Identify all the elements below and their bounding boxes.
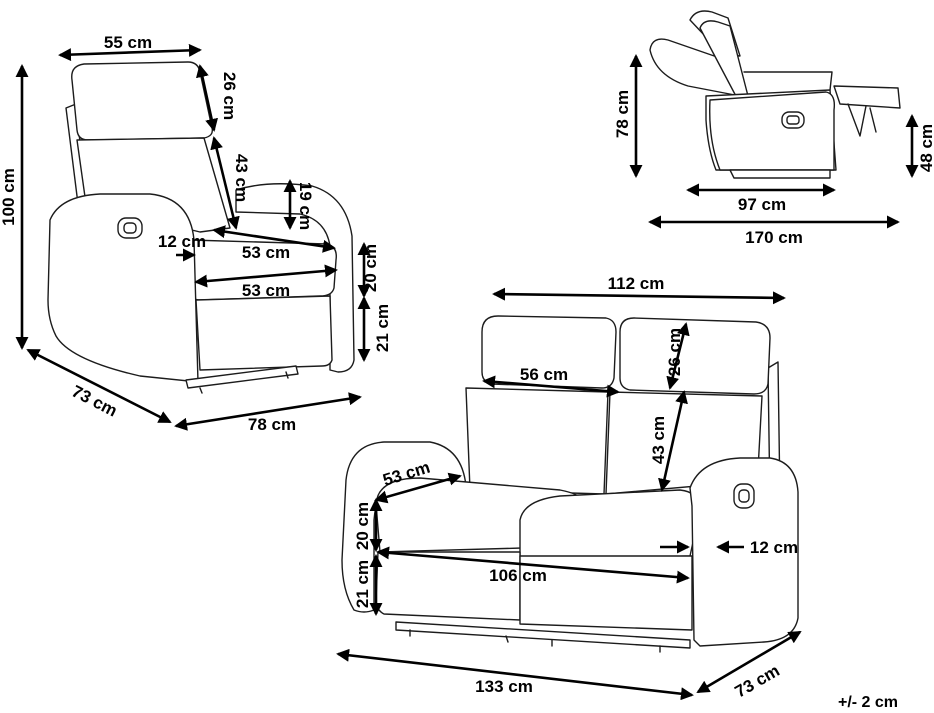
recliner-side-footrest-height-label: 48 cm xyxy=(917,124,934,172)
recliner-front-armrest-height-label: 19 cm xyxy=(296,182,315,230)
loveseat-total-width-label: 133 cm xyxy=(475,677,533,696)
recliner-front-drawing xyxy=(47,61,355,394)
recliner-front-seat-depth-label: 53 cm xyxy=(242,243,290,262)
recliner-front-width-label: 55 cm xyxy=(104,33,152,52)
loveseat-headrest-height-label: 26 cm xyxy=(665,328,684,376)
loveseat-armrest-width-label: 12 cm xyxy=(750,538,798,557)
recliner-side-height-label: 78 cm xyxy=(613,90,632,138)
recliner-front-armrest-width-label: 12 cm xyxy=(158,232,206,251)
recliner-side-reclined-length-label: 170 cm xyxy=(745,228,803,247)
recliner-front-backrest-height-label: 43 cm xyxy=(232,154,251,202)
loveseat-drawing xyxy=(341,315,799,653)
loveseat-seat-back-width-label: 56 cm xyxy=(520,365,568,384)
loveseat-backrest-width-label: 112 cm xyxy=(608,274,665,293)
recliner-front-depth-label: 73 cm xyxy=(69,382,121,421)
recliner-front-headrest-height-label: 26 cm xyxy=(220,72,239,120)
recliner-front-seat-height-label: 21 cm xyxy=(373,304,392,352)
loveseat-backrest-height-label: 43 cm xyxy=(649,416,668,464)
recliner-front-total-height-label: 100 cm xyxy=(0,168,18,226)
recliner-front-cushion-height-label: 20 cm xyxy=(361,244,380,292)
recliner-side-depth-label: 97 cm xyxy=(738,195,786,214)
recliner-side-drawing xyxy=(649,10,901,179)
recliner-front-total-width-label: 78 cm xyxy=(248,415,296,434)
tolerance-note: +/- 2 cm xyxy=(838,694,898,711)
loveseat-seat-height-label: 21 cm xyxy=(353,560,372,608)
recliner-front-seat-width-label: 53 cm xyxy=(242,281,290,300)
loveseat-seat-width-label: 106 cm xyxy=(489,566,547,585)
loveseat-cushion-height-label: 20 cm xyxy=(353,502,372,550)
